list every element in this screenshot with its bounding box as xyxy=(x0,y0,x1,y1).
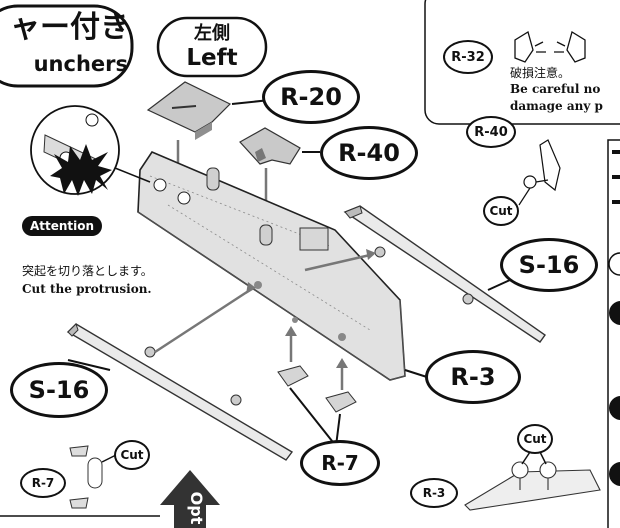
launcher-right-drawing xyxy=(343,205,546,343)
attention-burst xyxy=(50,144,112,196)
option-arrow-shape xyxy=(160,470,220,528)
warning-part-callout: R-32 xyxy=(443,40,493,74)
launcher-left-drawing xyxy=(66,323,294,461)
side-label-en: Left xyxy=(186,45,238,71)
side-label-jp: 左側 xyxy=(194,23,230,44)
warning-jp: 破損注意。 xyxy=(510,66,571,80)
hull-drawing xyxy=(137,151,406,381)
inset-r7-cut: Cut xyxy=(114,440,150,470)
option-tab-label: Opt xyxy=(187,491,206,525)
warning-box-frame xyxy=(424,0,620,125)
callout-r7: R-7 xyxy=(300,440,380,486)
callout-r20: R-20 xyxy=(262,70,360,124)
attention-jp: 突起を切り落とします。 xyxy=(22,264,153,278)
callout-r3: R-3 xyxy=(425,350,521,404)
r7-inset-drawing xyxy=(69,445,119,509)
title-en: unchers xyxy=(33,52,128,76)
right-panel-frame xyxy=(607,139,620,528)
title-box-frame xyxy=(0,4,134,88)
side-label-frame xyxy=(156,16,268,78)
r3-inset-drawing xyxy=(464,451,601,511)
attention-en: Cut the protrusion. xyxy=(22,282,152,296)
callout-s16-left: S-16 xyxy=(10,362,108,418)
attention-label: Attention xyxy=(29,219,95,233)
attention-badge-bg xyxy=(22,216,102,236)
r40-inset-drawing xyxy=(518,139,561,206)
title-jp: ャー付き xyxy=(10,10,130,45)
warning-en-line2: damage any p xyxy=(510,99,603,113)
r20-part-drawing xyxy=(146,81,232,140)
callout-s16-right: S-16 xyxy=(500,238,598,292)
inset-r3-callout: R-3 xyxy=(410,478,458,508)
r40-part-drawing xyxy=(239,127,301,165)
callout-r40: R-40 xyxy=(320,126,418,180)
inset-r3-cut: Cut xyxy=(517,424,553,454)
inset-r7-callout: R-7 xyxy=(20,468,66,498)
inset-r40-cut: Cut xyxy=(483,196,519,226)
r7-part-drawing xyxy=(277,365,357,413)
inset-r40-callout: R-40 xyxy=(466,116,516,148)
broken-part-sketch xyxy=(514,30,586,63)
warning-en-line1: Be careful no xyxy=(510,82,601,96)
